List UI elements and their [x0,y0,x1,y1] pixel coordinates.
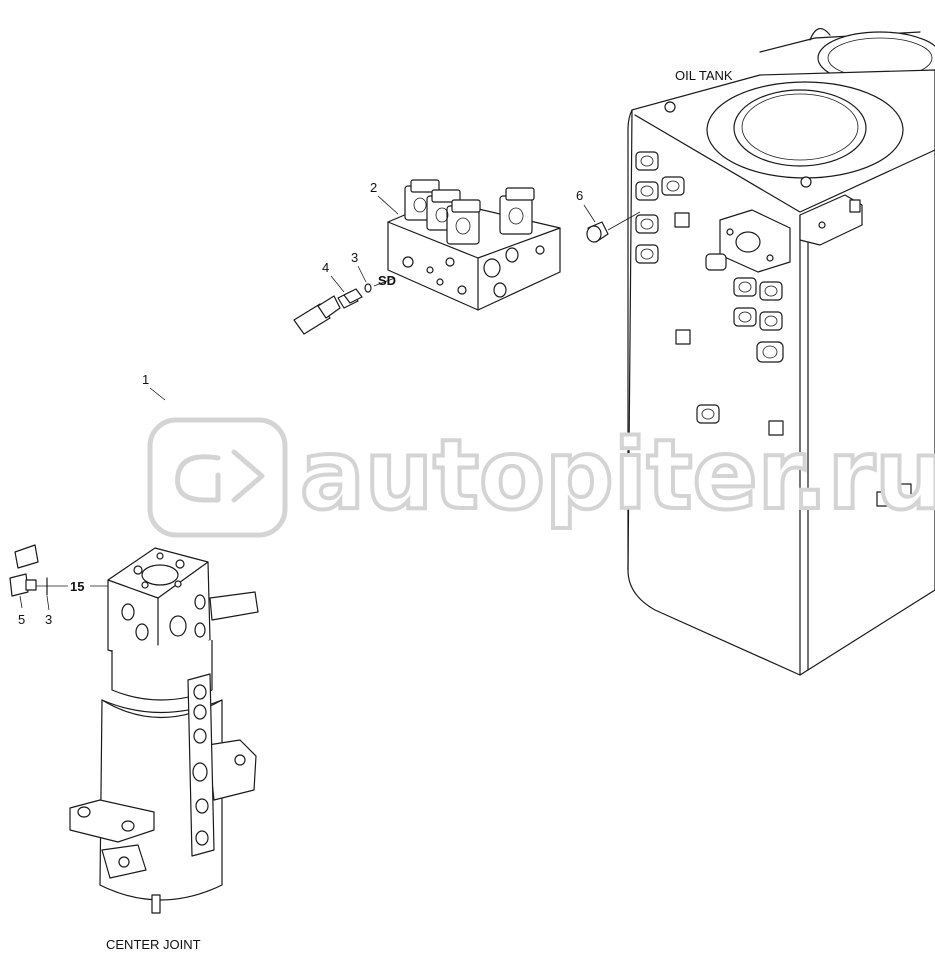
plug-item-6 [586,211,641,243]
watermark-text: autopiter.ru [300,419,935,531]
tank-ports-right [696,277,784,424]
callout-4: 4 [322,260,329,275]
tank-flange-block [705,209,791,273]
tank-ports-left [635,151,685,264]
elbow-item-5 [9,573,37,597]
watermark-logo-arrow [231,449,265,503]
callout-5: 5 [18,612,25,627]
connector-item-4 [337,288,363,309]
labels: OIL TANK CENTER JOINT SD 15 [70,68,733,952]
item-15-label: 15 [70,579,84,594]
callout-3-bottom: 3 [45,612,52,627]
callout-2: 2 [370,180,377,195]
watermark-logo-box [147,417,288,538]
hose-item-1 [14,295,341,569]
callouts: 1 2 3 4 5 3 6 [18,180,596,627]
callout-1: 1 [142,372,149,387]
o-ring-item-3-top [364,283,372,293]
callout-3-top: 3 [351,250,358,265]
center-joint [69,547,259,914]
oil-tank-label: OIL TANK [675,68,733,83]
watermark-logo-glyph [175,454,221,503]
watermark: autopiter.ru [147,417,935,538]
center-joint-label: CENTER JOINT [106,937,201,952]
sd-label: SD [378,273,396,288]
valve-block [387,179,561,311]
oil-tank [627,28,935,676]
callout-6: 6 [576,188,583,203]
